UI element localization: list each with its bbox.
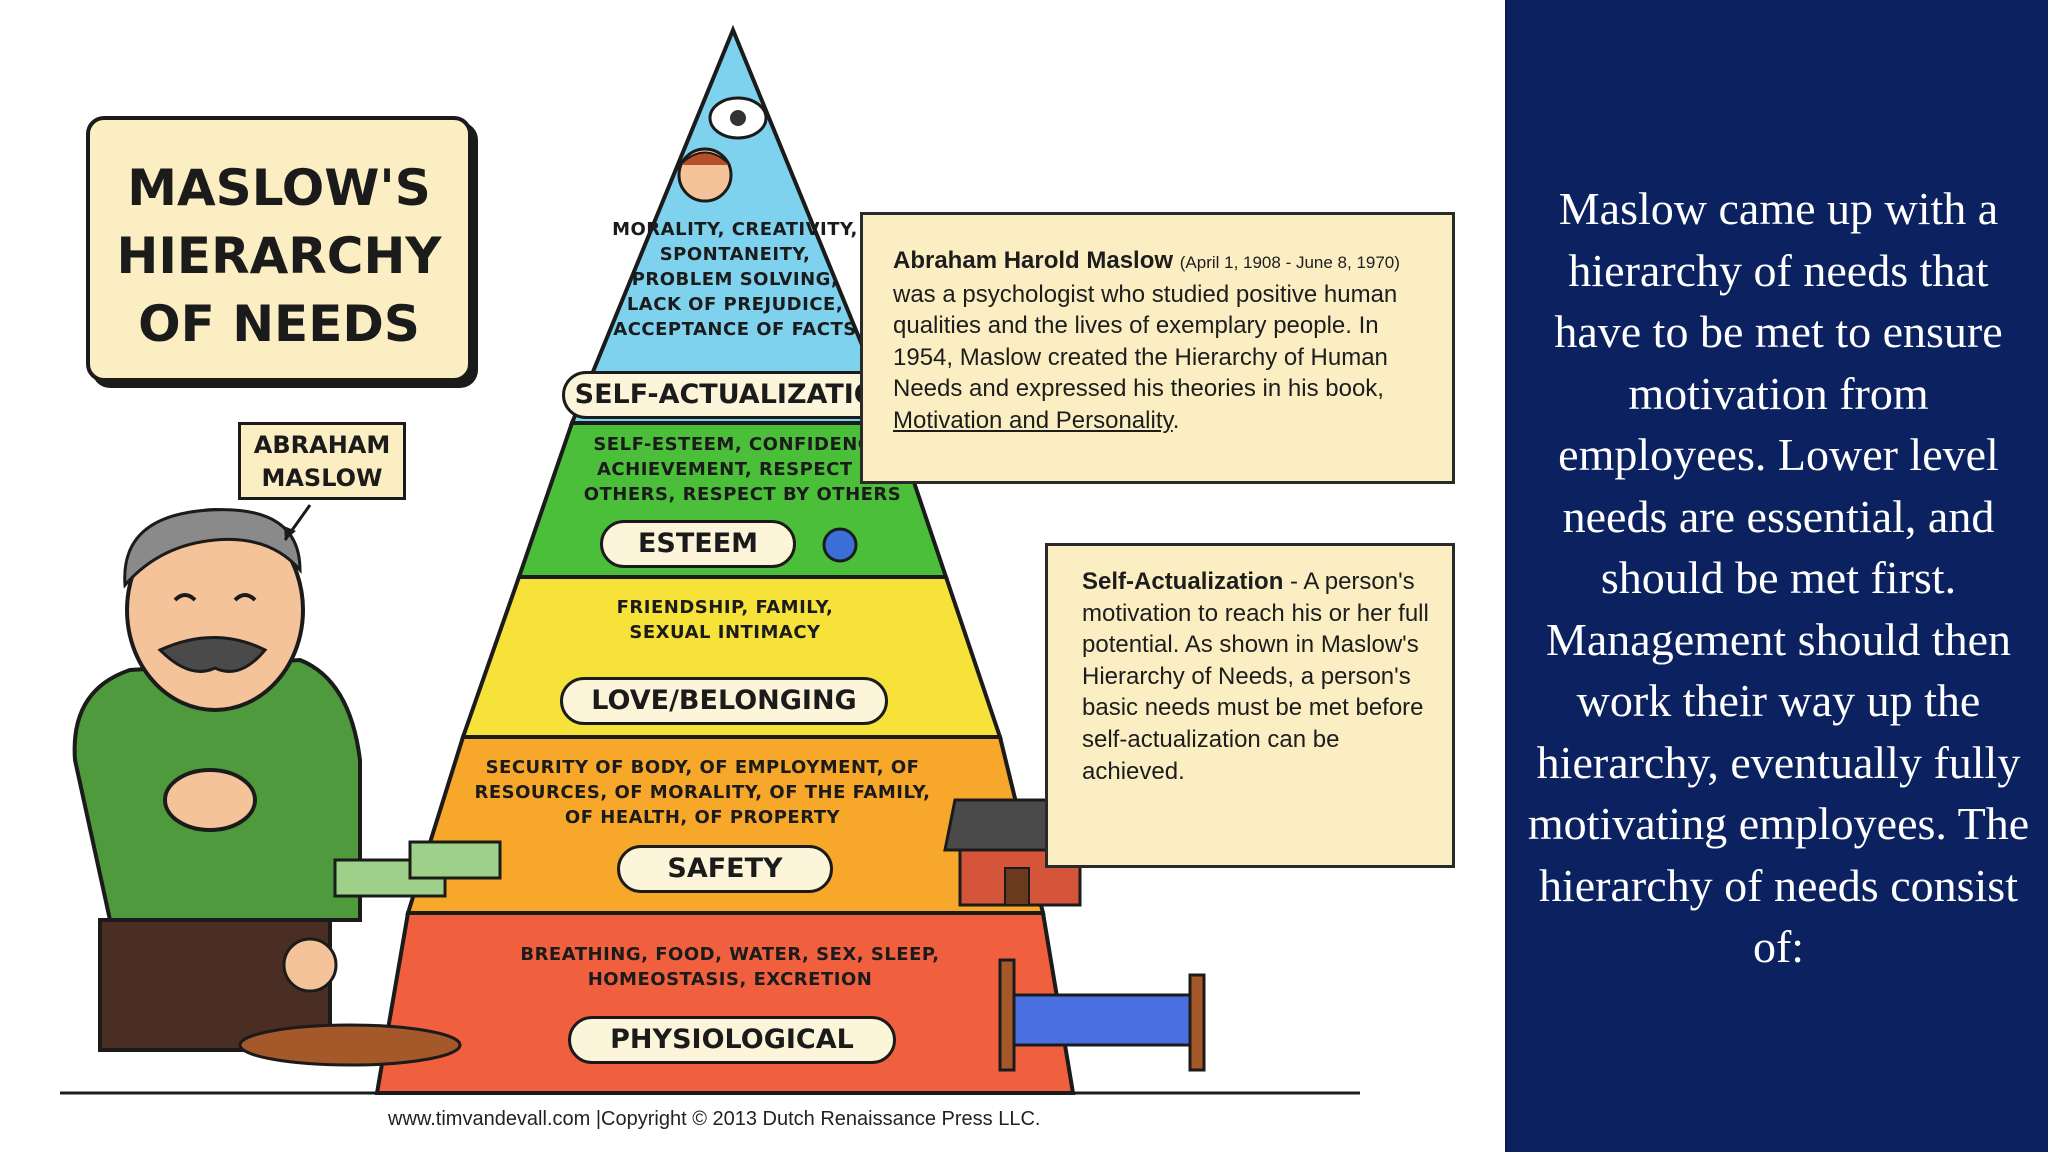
sa-term: Self-Actualization bbox=[1082, 568, 1284, 595]
physiological-needs: BREATHING, FOOD, WATER, SEX, SLEEP, HOME… bbox=[520, 944, 940, 990]
sa-text: - A person's motivation to reach his or … bbox=[1082, 568, 1429, 785]
dining-table-icon bbox=[238, 937, 462, 1067]
love-belonging-needs: FRIENDSHIP, FAMILY, SEXUAL INTIMACY bbox=[616, 597, 834, 643]
esteem-label: ESTEEM bbox=[600, 520, 796, 568]
title-box: MASLOW'S HIERARCHY OF NEEDS bbox=[86, 116, 472, 382]
bed-icon bbox=[998, 958, 1206, 1072]
name-tag: ABRAHAM MASLOW bbox=[238, 422, 406, 500]
self-actualization-label: SELF-ACTUALIZATION bbox=[562, 371, 912, 419]
bio-book-title: Motivation and Personality bbox=[893, 406, 1173, 434]
ribbon-award-icon bbox=[822, 527, 858, 563]
tier-physiological bbox=[374, 911, 1076, 1095]
copyright-line: www.timvandevall.com |Copyright © 2013 D… bbox=[388, 1108, 1041, 1130]
bio-name: Abraham Harold Maslow bbox=[893, 247, 1174, 274]
esteem-needs: SELF-ESTEEM, CONFIDENCE, ACHIEVEMENT, RE… bbox=[583, 434, 902, 505]
bio-text: was a psychologist who studied positive … bbox=[893, 280, 1398, 403]
love-belonging-label: LOVE/BELONGING bbox=[560, 677, 888, 725]
bio-end: . bbox=[1172, 406, 1180, 434]
side-paragraph: Maslow came up with a hierarchy of needs… bbox=[1527, 183, 2030, 972]
side-panel: Maslow came up with a hierarchy of needs… bbox=[1505, 0, 2048, 1152]
maslow-illustration bbox=[72, 504, 362, 1052]
child-face-icon bbox=[677, 147, 733, 203]
pyramid-diagram bbox=[60, 24, 1360, 1095]
thought-bubble-icon bbox=[708, 96, 768, 140]
biography-note: Abraham Harold Maslow (April 1, 1908 - J… bbox=[860, 212, 1455, 484]
diagram-title: MASLOW'S HIERARCHY OF NEEDS bbox=[116, 159, 442, 353]
money-icon bbox=[333, 840, 502, 898]
self-actualization-note: Self-Actualization - A person's motivati… bbox=[1045, 543, 1455, 868]
bio-dates: (April 1, 1908 - June 8, 1970) bbox=[1179, 253, 1400, 272]
safety-needs: SECURITY OF BODY, OF EMPLOYMENT, OF RESO… bbox=[474, 757, 931, 828]
physiological-label: PHYSIOLOGICAL bbox=[568, 1016, 896, 1064]
self-actualization-needs: MORALITY, CREATIVITY, SPONTANEITY, PROBL… bbox=[612, 219, 858, 340]
infographic: MASLOW'S HIERARCHY OF NEEDS ABRAHAM MASL… bbox=[60, 24, 1455, 1130]
safety-label: SAFETY bbox=[617, 845, 833, 893]
